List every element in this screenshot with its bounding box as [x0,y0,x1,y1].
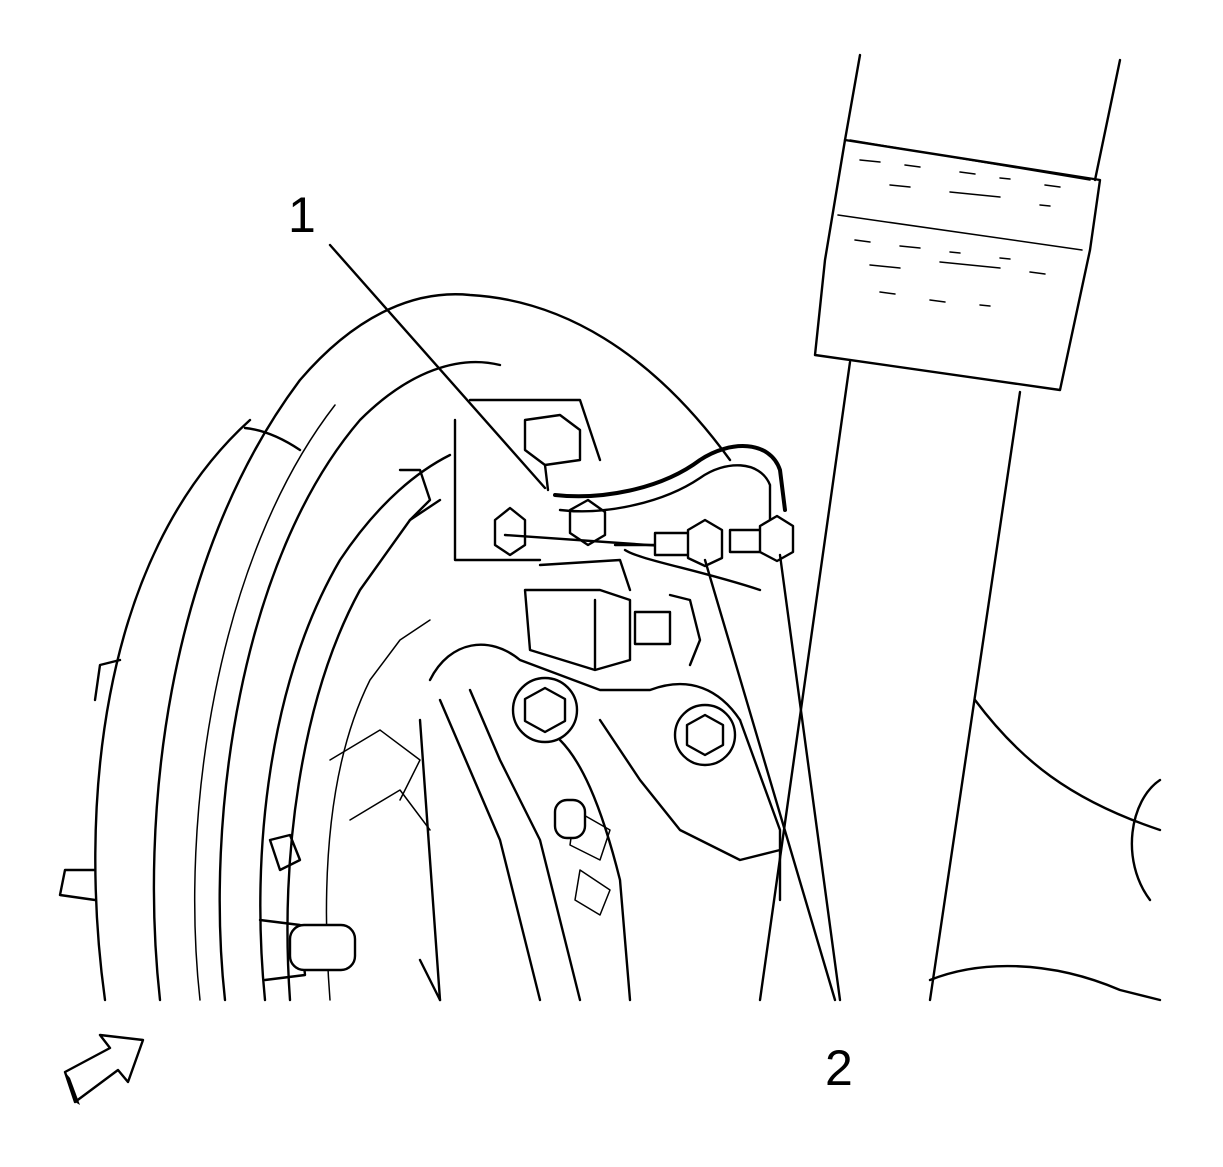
leader-2a [703,558,837,1002]
brake-drum [58,293,732,1002]
sensor-bracket [523,558,702,672]
callout-leaders [328,243,842,1002]
body-panel [928,698,1162,1002]
callout-label-1: 1 [288,187,316,243]
shock-absorber [758,53,1122,1002]
hex-bolts [653,514,795,568]
leader-2b [778,553,842,1002]
view-direction-arrow-icon [63,1033,145,1105]
leader-1 [328,243,547,490]
brake-line-fitting [493,413,787,592]
lower-control-arm [418,643,782,1002]
knuckle-bolts [511,676,737,840]
backing-plate [258,398,602,1002]
callout-label-2: 2 [825,1040,853,1096]
